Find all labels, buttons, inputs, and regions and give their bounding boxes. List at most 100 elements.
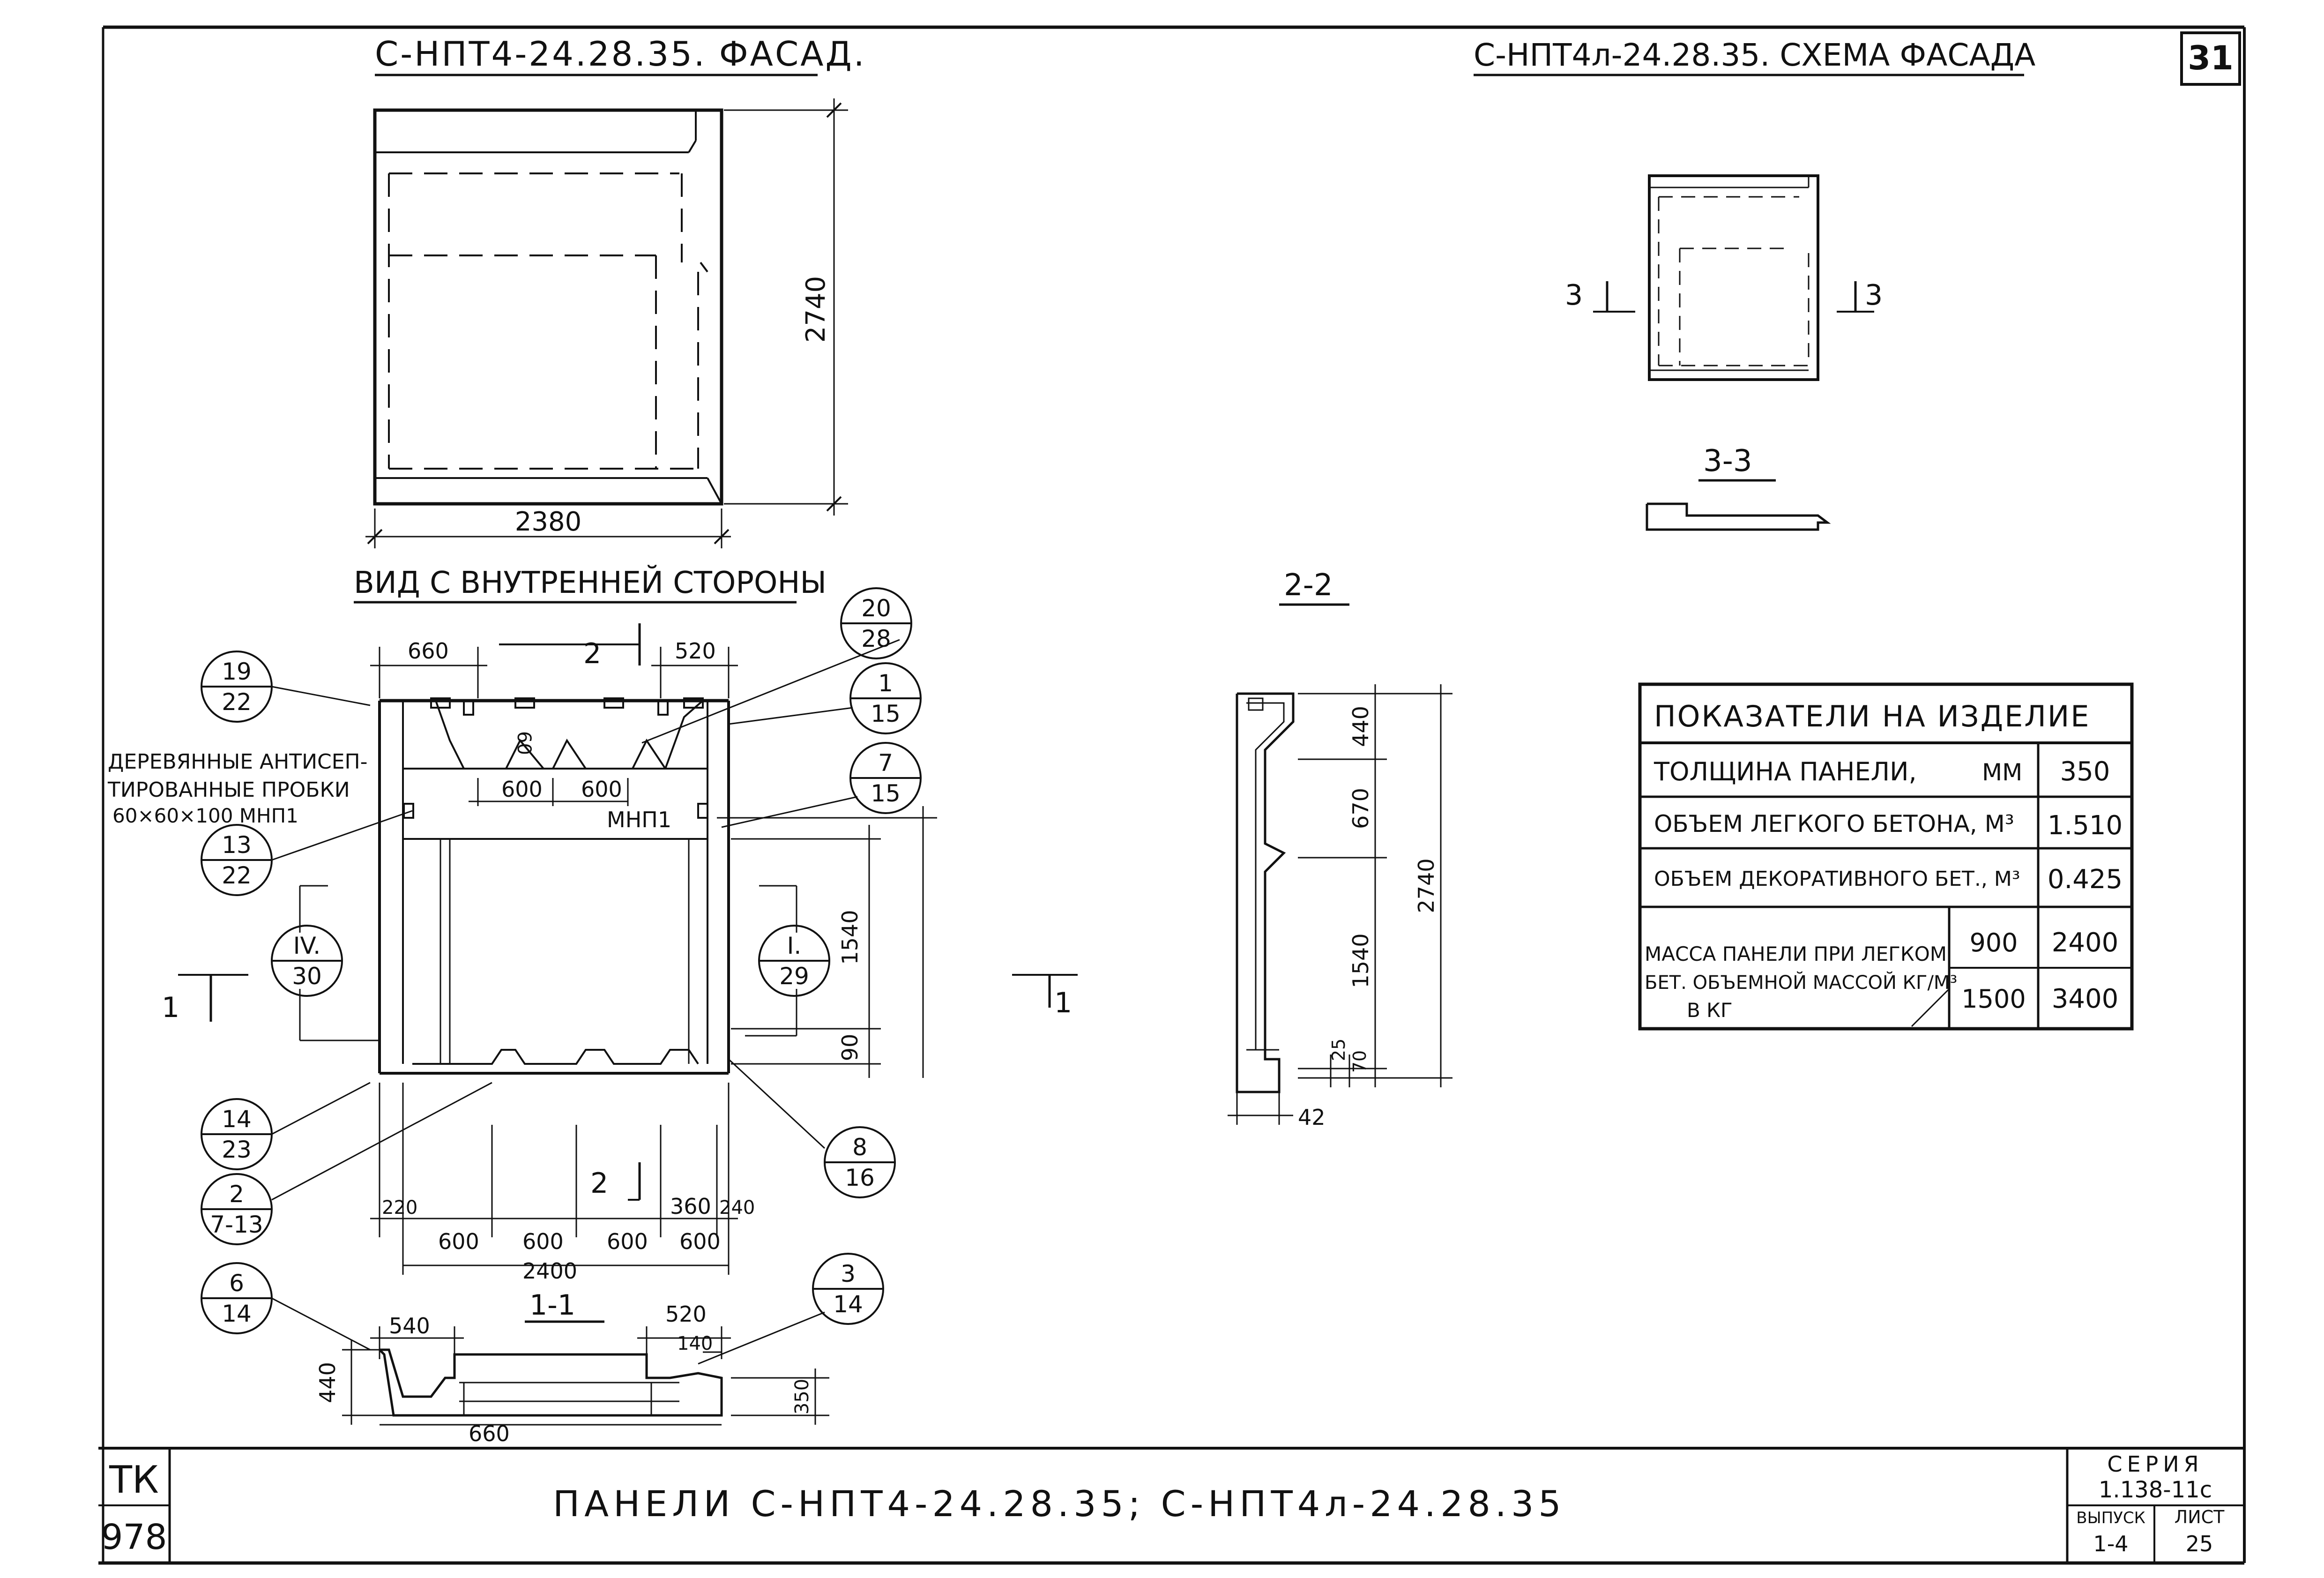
section-1-1-title: 1-1 [529,1289,575,1322]
mass-density-900: 900 [1969,928,2018,957]
plugs-note-line3: 60×60×100 МНП1 [112,804,298,827]
section-2-2-dim-440: 440 [1348,706,1373,747]
callout-6-top: 6 [229,1270,244,1297]
indicators-table [1638,682,2134,1031]
sheet-number-box [2180,31,2241,86]
callout-i-top: I. [787,932,802,959]
inner-view-title: ВИД С ВНУТРЕННЕЙ СТОРОНЫ [354,565,827,600]
mass-density-1500: 1500 [1961,984,2026,1014]
dim-600-b3: 600 [607,1229,648,1254]
section-mark-2-bottom: 2 [590,1167,608,1200]
dim-520: 520 [675,638,716,664]
dim-360: 360 [670,1194,711,1219]
section-1-1-dim-540: 540 [389,1313,430,1339]
section-2-2-dim-670: 670 [1348,788,1373,829]
indicator-light-concrete-value: 1.510 [2048,810,2123,841]
inner-view-drawing [178,623,1078,1275]
section-2-2-dim-42: 42 [1298,1105,1326,1130]
callout-1-bottom: 15 [871,700,901,727]
indicator-decorative-label: ОБЪЕМ ДЕКОРАТИВНОГО БЕТ., М³ [1654,867,2020,891]
section-2-2-dim-25: 25 [1328,1039,1349,1061]
indicator-decorative-value: 0.425 [2048,864,2123,895]
section-2-2-dim-2740: 2740 [1414,858,1439,913]
issue-label: ВЫПУСК [2076,1509,2145,1527]
section-1-1-dim-660: 660 [469,1421,510,1446]
callout-6-bottom: 14 [222,1300,252,1327]
title-scheme: С-НПТ4л-24.28.35. СХЕМА ФАСАДА [1474,37,2035,73]
section-mark-1-right: 1 [1054,987,1072,1019]
dim-60: 60 [513,731,535,755]
dim-600-a: 600 [501,777,543,802]
callout-13-top: 13 [222,831,252,859]
facade-width-dim: 2380 [515,507,582,537]
list-value: 25 [2186,1531,2213,1556]
series-value: 1.138-11с [2099,1477,2212,1503]
section-1-1-dim-350: 350 [791,1379,813,1414]
mass-value-2400: 2400 [2052,927,2119,958]
dim-600-b2: 600 [522,1229,564,1254]
callout-iv-top: IV. [293,932,320,959]
plugs-note-line1: ДЕРЕВЯННЫЕ АНТИСЕП- [108,750,368,774]
scheme-section-title: 3-3 [1703,444,1752,479]
sheet-number: 31 [2188,39,2233,77]
issue-value: 1-4 [2093,1531,2128,1556]
callout-7-top: 7 [878,749,893,777]
dim-600-b: 600 [581,777,622,802]
indicator-thickness-label: ТОЛЩИНА ПАНЕЛИ, [1654,757,1917,786]
list-label: ЛИСТ [2175,1507,2225,1527]
callout-7-bottom: 15 [871,780,901,807]
callout-20-bottom: 28 [861,625,891,652]
section-2-2-drawing [1228,684,1452,1125]
dim-90: 90 [837,1034,863,1062]
mass-value-3400: 3400 [2052,984,2119,1014]
callout-i-bottom: 29 [779,963,809,990]
stamp-number: 978 [101,1517,167,1557]
callout-13-bottom: 22 [222,862,252,889]
mass-label-line1: МАССА ПАНЕЛИ ПРИ ЛЕГКОМ [1645,942,1947,965]
section-2-2-dim-1540: 1540 [1348,933,1373,988]
dim-600-b1: 600 [438,1229,479,1254]
section-1-1-dim-520: 520 [665,1301,707,1327]
section-1-1-dim-440: 440 [315,1362,340,1403]
dim-220: 220 [382,1197,417,1219]
callout-8-bottom: 16 [845,1164,875,1191]
callout-8-top: 8 [852,1134,867,1161]
dim-600-b4: 600 [679,1229,721,1254]
scheme-drawing [1593,174,1874,531]
callout-2-bottom: 7-13 [210,1211,263,1238]
dim-2400: 2400 [522,1258,577,1284]
mass-label-line3: В КГ [1687,999,1733,1022]
sheet-frame [98,25,2246,1565]
section-2-2-title: 2-2 [1284,568,1333,603]
scheme-mark-3-left: 3 [1565,279,1583,312]
callout-19-bottom: 22 [222,688,252,716]
section-2-2-dim-70: 70 [1349,1050,1370,1073]
facade-drawing [365,98,848,548]
facade-height-dim: 2740 [801,276,831,343]
section-mark-2-top: 2 [583,637,601,670]
mass-label-line2: БЕТ. ОБЪЕМНОЙ МАССОЙ КГ/М³ [1645,971,1957,994]
dim-240: 240 [719,1197,755,1219]
indicators-title: ПОКАЗАТЕЛИ НА ИЗДЕЛИЕ [1654,699,2090,733]
section-1-1-drawing [271,1297,829,1426]
callout-3-top: 3 [841,1260,856,1287]
dim-660: 660 [408,638,449,664]
scheme-mark-3-right: 3 [1865,279,1883,312]
section-mark-1-left: 1 [162,991,179,1024]
callout-3-bottom: 14 [833,1291,863,1318]
bottom-title: ПАНЕЛИ С-НПТ4-24.28.35; С-НПТ4л-24.28.35 [553,1483,1566,1525]
mnp-label: МНП1 [607,807,671,832]
indicator-thickness-value: 350 [2060,756,2110,787]
section-1-1-dim-140: 140 [677,1333,713,1354]
callout-14-bottom: 23 [222,1136,252,1163]
callout-20-top: 20 [861,595,891,622]
indicator-thickness-unit: ММ [1982,759,2022,786]
callout-14-top: 14 [222,1106,252,1133]
series-label: СЕРИЯ [2107,1451,2203,1477]
callout-circles [201,587,922,1334]
indicator-light-concrete-label: ОБЪЕМ ЛЕГКОГО БЕТОНА, М³ [1654,810,2014,838]
callout-19-top: 19 [222,658,252,685]
callout-iv-bottom: 30 [292,963,322,990]
callout-2-top: 2 [229,1181,244,1208]
